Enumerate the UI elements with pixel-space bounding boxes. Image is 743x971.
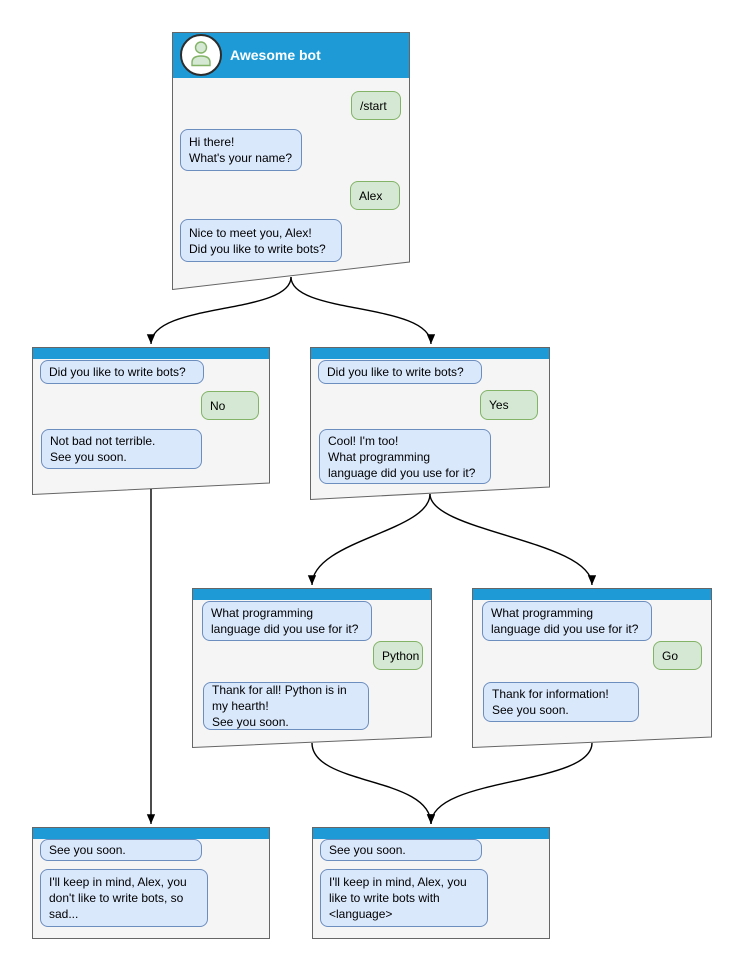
flow-arrow-go-to-end <box>426 742 593 825</box>
bot-message: Not bad not terrible. See you soon. <box>41 429 202 469</box>
bot-message: Did you like to write bots? <box>318 360 482 384</box>
bot-message: Nice to meet you, Alex! Did you like to … <box>180 219 342 262</box>
card-outline <box>32 827 270 939</box>
bot-message: Cool! I'm too! What programming language… <box>319 429 491 484</box>
bot-message: See you soon. <box>320 839 482 861</box>
chat-card-no-branch: Did you like to write bots? No Not bad n… <box>32 347 270 495</box>
chat-card-go-branch: What programming language did you use fo… <box>472 588 712 748</box>
card-outline <box>192 588 432 748</box>
bot-message: Thank for information! See you soon. <box>483 682 639 722</box>
user-message: Go <box>653 641 702 670</box>
bot-title: Awesome bot <box>230 47 321 63</box>
user-message: No <box>201 391 259 420</box>
flow-arrow-yes-to-python <box>307 493 431 586</box>
user-message: Python <box>373 641 423 670</box>
bot-message: Thank for all! Python is in my hearth! S… <box>203 682 369 730</box>
flow-arrow-yes-to-go <box>429 493 597 586</box>
bot-message: Did you like to write bots? <box>40 360 204 384</box>
user-message: /start <box>351 91 401 120</box>
bot-message: What programming language did you use fo… <box>482 601 652 641</box>
card-outline <box>172 32 410 290</box>
title-strip <box>473 589 711 600</box>
card-outline <box>472 588 712 748</box>
user-message: Yes <box>480 390 538 420</box>
person-icon-body <box>191 55 211 67</box>
flow-arrow-python-to-end <box>311 742 436 825</box>
chat-card-end-yes: See you soon. I'll keep in mind, Alex, y… <box>312 827 550 939</box>
chat-card-python-branch: What programming language did you use fo… <box>192 588 432 748</box>
user-message: Alex <box>350 181 400 210</box>
bot-message: I'll keep in mind, Alex, you don't like … <box>40 869 208 927</box>
person-icon <box>194 41 208 54</box>
bot-message: See you soon. <box>40 839 202 861</box>
card-outline <box>310 347 550 500</box>
title-strip <box>33 828 269 839</box>
title-strip <box>313 828 549 839</box>
chat-card-end-no: See you soon. I'll keep in mind, Alex, y… <box>32 827 270 939</box>
title-strip <box>311 348 549 359</box>
title-strip <box>193 589 431 600</box>
title-strip <box>33 348 269 359</box>
bot-message: I'll keep in mind, Alex, you like to wri… <box>320 869 488 927</box>
card-outline <box>312 827 550 939</box>
bot-message: What programming language did you use fo… <box>202 601 372 641</box>
bot-message: Hi there! What's your name? <box>180 129 302 171</box>
chat-card-yes-branch: Did you like to write bots? Yes Cool! I'… <box>310 347 550 500</box>
card-outline <box>32 347 270 495</box>
chat-window-root: Awesome bot /start Hi there! What's your… <box>172 32 410 290</box>
bot-avatar-circle <box>180 34 222 76</box>
